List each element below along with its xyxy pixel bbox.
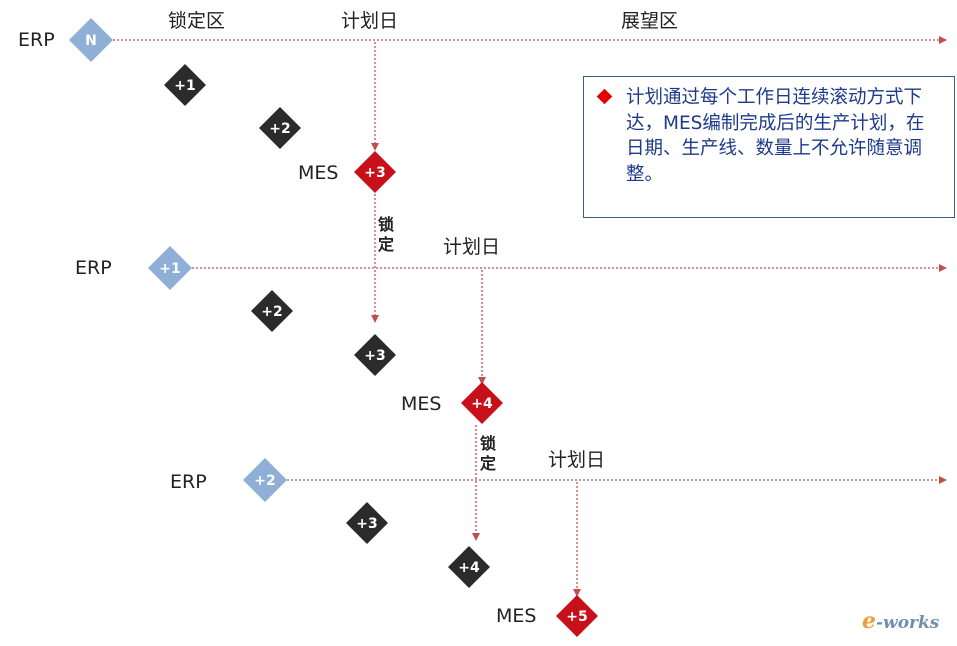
step-node-2-1-text: +2 [261, 304, 282, 320]
note-box: 计划通过每个工作日连续滚动方式下达，MES编制完成后的生产计划，在日期、生产线、… [583, 76, 955, 218]
step-node-1-2: +2 [259, 107, 301, 149]
plan-day-label-top: 计划日 [341, 10, 399, 32]
step-node-1-2-shape [259, 107, 301, 149]
erp-node-1-shape [69, 18, 113, 62]
mes-node-3: +5 [556, 595, 598, 637]
erp-node-1: N [69, 18, 113, 62]
mes-node-2-text: +4 [471, 396, 493, 412]
erp-node-2-text: +1 [159, 261, 180, 277]
plan-day-label-2: 计划日 [443, 236, 501, 258]
mes-node-1: +3 [354, 151, 396, 193]
lock-label-2: 锁定 [480, 434, 497, 473]
erp-label-1: ERP [18, 29, 55, 51]
note-text: 计划通过每个工作日连续滚动方式下达，MES编制完成后的生产计划，在日期、生产线、… [626, 87, 925, 185]
erp-node-2: +1 [148, 246, 192, 290]
mes-node-1-text: +3 [364, 165, 385, 181]
step-node-1-2-text: +2 [269, 121, 290, 137]
logo-works: -works [876, 613, 940, 633]
mes-node-2-shape [461, 382, 503, 424]
locked-zone-label: 锁定区 [168, 10, 226, 32]
step-node-3-2-text: +4 [458, 560, 480, 576]
mes-label-3: MES [496, 605, 537, 627]
step-node-2-2: +3 [354, 334, 396, 376]
step-node-1-1-shape [164, 64, 206, 106]
step-node-3-2: +4 [448, 546, 490, 588]
mes-node-3-text: +5 [566, 609, 587, 625]
erp-node-3: +2 [243, 458, 287, 502]
erp-node-3-text: +2 [254, 473, 275, 489]
mes-label-2: MES [401, 393, 442, 415]
erp-node-1-text: N [85, 33, 97, 49]
mes-label-1: MES [298, 162, 339, 184]
step-node-2-1-shape [251, 290, 293, 332]
step-node-1-1: +1 [164, 64, 206, 106]
step-node-2-2-text: +3 [364, 348, 385, 364]
step-node-3-1-text: +3 [356, 516, 377, 532]
logo-e: e [862, 608, 876, 634]
mes-node-2: +4 [461, 382, 503, 424]
mes-node-3-shape [556, 595, 598, 637]
erp-node-2-shape [148, 246, 192, 290]
erp-node-3-shape [243, 458, 287, 502]
step-node-2-2-shape [354, 334, 396, 376]
step-node-3-1: +3 [346, 502, 388, 544]
diamond-bullet-icon [596, 88, 613, 105]
step-node-3-2-shape [448, 546, 490, 588]
eworks-logo: e-works [862, 610, 939, 632]
lock-label-1: 锁定 [378, 215, 395, 254]
step-node-2-1: +2 [251, 290, 293, 332]
erp-label-2: ERP [75, 257, 112, 279]
step-node-3-1-shape [346, 502, 388, 544]
step-node-1-1-text: +1 [174, 78, 195, 94]
mes-node-1-shape [354, 151, 396, 193]
outlook-zone-label: 展望区 [621, 10, 679, 32]
plan-day-label-3: 计划日 [548, 449, 606, 471]
erp-label-3: ERP [170, 471, 207, 493]
